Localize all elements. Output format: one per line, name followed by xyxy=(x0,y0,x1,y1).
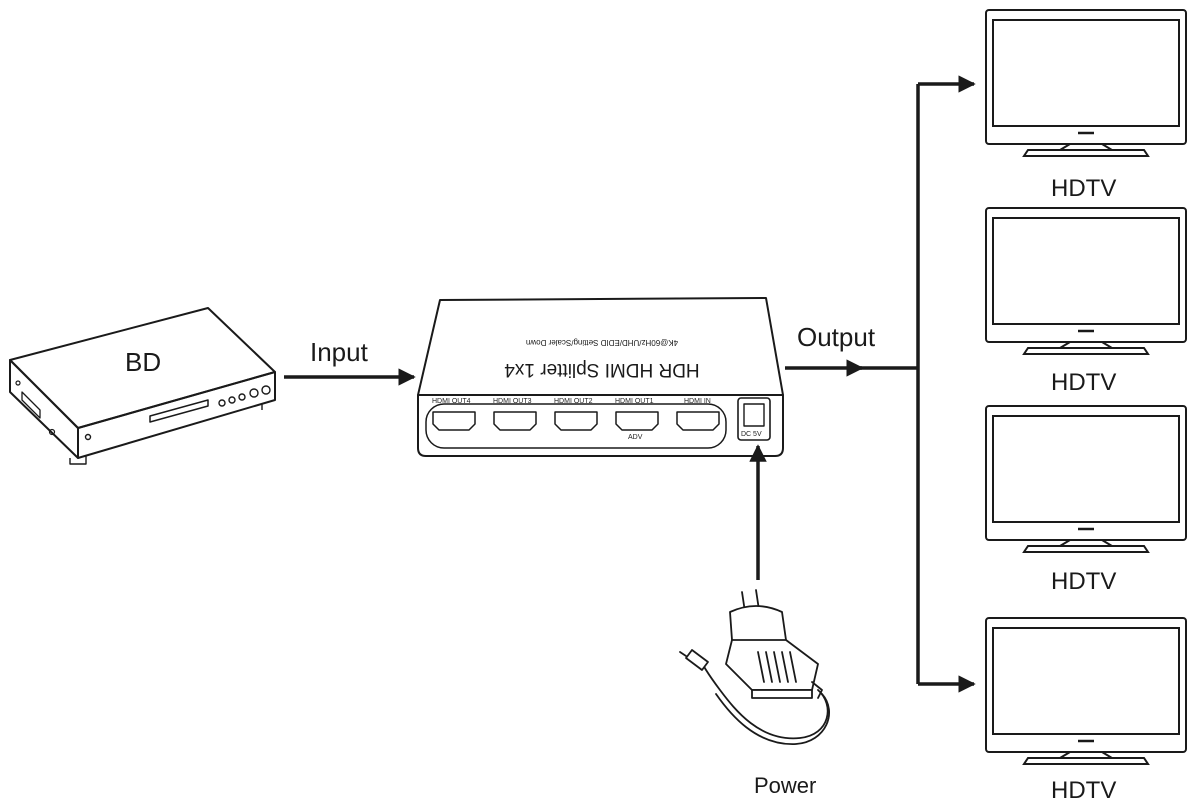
splitter-title: HDR HDMI Splitter 1x4 xyxy=(504,359,700,380)
output-label: Output xyxy=(797,322,876,352)
power-label: Power xyxy=(754,773,816,798)
hdmi-splitter xyxy=(417,297,784,457)
port-mark: ADV xyxy=(628,434,643,441)
splitter-subtitle: 4K@60Hz/UHD/EDID Setting/Scaler Down xyxy=(526,338,678,347)
port-label-out1: HDMI OUT1 xyxy=(615,398,654,405)
hdtv-2 xyxy=(985,207,1187,355)
bluray-player xyxy=(9,307,276,465)
port-label-in: HDMI IN xyxy=(684,398,711,405)
port-label-out2: HDMI OUT2 xyxy=(554,398,593,405)
port-label-out3: HDMI OUT3 xyxy=(493,398,532,405)
hdtv-label-4: HDTV xyxy=(1051,777,1116,804)
hdtv-label-3: HDTV xyxy=(1051,568,1116,595)
port-label-out4: HDMI OUT4 xyxy=(432,398,471,405)
power-adapter xyxy=(679,589,831,745)
hdtv-4 xyxy=(985,617,1187,765)
source-label: BD xyxy=(125,347,161,377)
power-port-label: DC 5V xyxy=(741,431,762,438)
splitter-top-print: HDR HDMI Splitter 1x4 4K@60Hz/UHD/EDID S… xyxy=(504,338,700,380)
hdtv-label-1: HDTV xyxy=(1051,175,1116,202)
input-label: Input xyxy=(310,337,369,367)
hdtv-3 xyxy=(985,405,1187,553)
hdtv-label-2: HDTV xyxy=(1051,369,1116,396)
hdtv-1 xyxy=(985,9,1187,157)
